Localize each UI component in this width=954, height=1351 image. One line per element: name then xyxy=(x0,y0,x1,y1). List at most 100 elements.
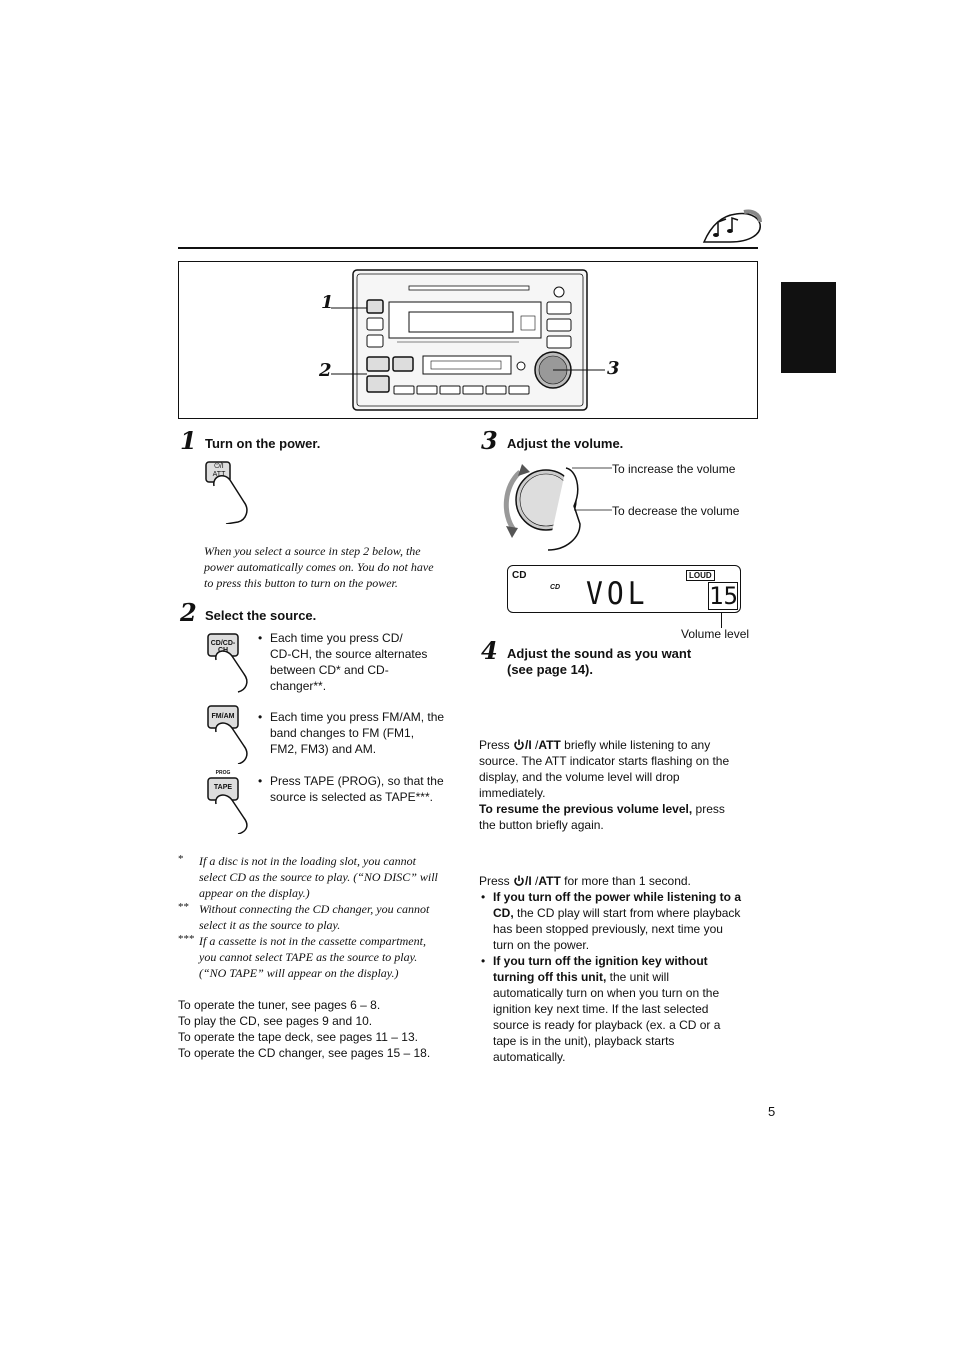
increase-volume-label: To increase the volume xyxy=(612,462,736,476)
tape-button-label: TAPE xyxy=(213,784,233,791)
callout-1: 1 xyxy=(321,292,334,313)
bullet-bold: If you turn off the ignition key without xyxy=(493,954,708,968)
step-3-title: Adjust the volume. xyxy=(507,436,624,451)
head-unit-illustration xyxy=(331,269,605,411)
step-1-title: Turn on the power. xyxy=(205,436,321,451)
reference-line: To operate the CD changer, see pages 15 … xyxy=(178,1046,431,1060)
footnote-line: Without connecting the CD changer, you c… xyxy=(199,902,430,916)
unit-diagram: 1 2 3 xyxy=(178,261,758,419)
footnote-line: select CD as the source to play. (“NO DI… xyxy=(199,870,438,884)
reference-line: To operate the tape deck, see pages 11 –… xyxy=(178,1030,418,1044)
att-line: display, and the volume level will drop xyxy=(479,770,680,784)
item-line: band changes to FM (FM1, xyxy=(270,726,415,740)
bullet-text: the unit will xyxy=(609,970,670,984)
bullet-line: turn on the power. xyxy=(493,938,590,952)
step-4-title: Adjust the sound as you want (see page 1… xyxy=(507,646,691,678)
volume-display: CD LOUD CD VOL 15 xyxy=(507,565,741,613)
att-section: Press /I /ATT briefly while listening to… xyxy=(479,737,761,833)
bullet-bold: If you turn off the power while listenin… xyxy=(493,890,741,904)
decrease-volume-label: To decrease the volume xyxy=(612,504,740,518)
bullet-line: tape is in the unit), playback starts xyxy=(493,1034,675,1048)
power-off-button-name: ATT xyxy=(538,874,561,888)
music-notes-icon xyxy=(702,209,762,243)
step-1-note: When you select a source in step 2 below… xyxy=(204,543,464,591)
item-line: changer**. xyxy=(270,679,327,693)
fmam-button-label: FM/AM xyxy=(211,713,235,720)
power-button-label-top: ⏻/I xyxy=(214,463,224,470)
bullet-line: source is ready for playback (ex. a CD o… xyxy=(493,1018,721,1032)
step-2-item-fmam: Each time you press FM/AM, the band chan… xyxy=(258,709,466,757)
header-rule xyxy=(178,247,758,249)
page-references: To operate the tuner, see pages 6 – 8. T… xyxy=(178,997,468,1061)
callout-2: 2 xyxy=(319,360,332,381)
footnote-mark: *** xyxy=(178,933,195,945)
att-line: immediately. xyxy=(479,786,546,800)
item-line: source is selected as TAPE***. xyxy=(270,790,433,804)
tape-button-finger-illustration xyxy=(207,777,248,834)
step-2-item-cd: Each time you press CD/ CD-CH, the sourc… xyxy=(258,630,466,694)
step-2-item-tape: Press TAPE (PROG), so that the source is… xyxy=(258,773,466,805)
reference-line: To operate the tuner, see pages 6 – 8. xyxy=(178,998,381,1012)
note-line: power automatically comes on. You do not… xyxy=(204,560,434,574)
display-volume-level: 15 xyxy=(708,582,738,610)
step-4-title-line: (see page 14). xyxy=(507,662,593,677)
volume-level-caption: Volume level xyxy=(681,627,750,641)
resume-bold: To resume the previous volume level, xyxy=(479,802,693,816)
item-line: Each time you press CD/ xyxy=(270,631,403,645)
loud-indicator: LOUD xyxy=(686,570,715,581)
item-line: FM2, FM3) and AM. xyxy=(270,742,377,756)
power-off-bullet-2: If you turn off the ignition key without… xyxy=(481,953,761,1065)
step-1-number: 1 xyxy=(180,426,197,455)
callout-3: 3 xyxy=(607,358,620,379)
att-rest: briefly while listening to any xyxy=(564,738,711,752)
cd-button-finger-illustration xyxy=(207,633,248,693)
bullet-line: automatically turn on when you turn on t… xyxy=(493,986,720,1000)
resume-line: the button briefly again. xyxy=(479,818,604,832)
reference-line: To play the CD, see pages 9 and 10. xyxy=(178,1014,373,1028)
power-button-finger-illustration xyxy=(205,461,248,524)
bullet-line: automatically. xyxy=(493,1050,566,1064)
bullet-bold: CD, xyxy=(493,906,514,920)
att-button-name: ATT xyxy=(538,738,561,752)
item-line: Press TAPE (PROG), so that the xyxy=(270,774,444,788)
power-off-bullet-1: If you turn off the power while listenin… xyxy=(481,889,761,953)
resume-rest: press xyxy=(695,802,725,816)
page-number: 5 xyxy=(768,1104,776,1119)
item-line: between CD* and CD- xyxy=(270,663,389,677)
footnote-line: select it as the source to play. xyxy=(199,918,341,932)
footnotes: * If a disc is not in the loading slot, … xyxy=(178,853,468,981)
step-2-title: Select the source. xyxy=(205,608,317,623)
fmam-button-finger-illustration xyxy=(207,705,248,764)
step-4-number: 4 xyxy=(481,636,498,665)
note-line: When you select a source in step 2 below… xyxy=(204,544,421,558)
att-press: Press xyxy=(479,738,510,752)
footnote-line: If a cassette is not in the cassette com… xyxy=(199,934,426,948)
att-line: source. The ATT indicator starts flashin… xyxy=(479,754,730,768)
step-2-number: 2 xyxy=(180,598,197,627)
display-source: CD xyxy=(512,570,527,581)
footnote-mark: * xyxy=(178,853,184,865)
power-off-rest: for more than 1 second. xyxy=(564,874,691,888)
level-leader-line xyxy=(721,612,722,628)
power-off-press: Press xyxy=(479,874,510,888)
footnote-line: (“NO TAPE” will appear on the display.) xyxy=(199,966,399,980)
step-3-number: 3 xyxy=(481,426,498,455)
item-line: Each time you press FM/AM, the xyxy=(270,710,445,724)
bullet-bold: turning off this unit, xyxy=(493,970,607,984)
power-button-label-bottom: ATT xyxy=(212,471,226,478)
bullet-line: ignition key next time. If the last sele… xyxy=(493,1002,709,1016)
cd-disc-icon: CD xyxy=(550,584,561,591)
item-line: CD-CH, the source alternates xyxy=(270,647,428,661)
bullet-text: the CD play will start from where playba… xyxy=(517,906,741,920)
power-icon xyxy=(514,875,524,886)
preset-button-row xyxy=(393,385,530,395)
footnote-mark: ** xyxy=(178,901,189,913)
footnote-line: you cannot select TAPE as the source to … xyxy=(199,950,418,964)
bullet-line: has been stopped previously, next time y… xyxy=(493,922,723,936)
prog-label: PROG xyxy=(215,770,231,776)
volume-knob-illustration xyxy=(503,464,612,551)
footnote-line: appear on the display.) xyxy=(199,886,310,900)
power-off-section: Press /I /ATT for more than 1 second. If… xyxy=(479,873,761,1065)
cd-button-label: CD/CD-CH xyxy=(210,640,236,654)
att-line-1: Press /I /ATT briefly while listening to… xyxy=(479,738,711,752)
